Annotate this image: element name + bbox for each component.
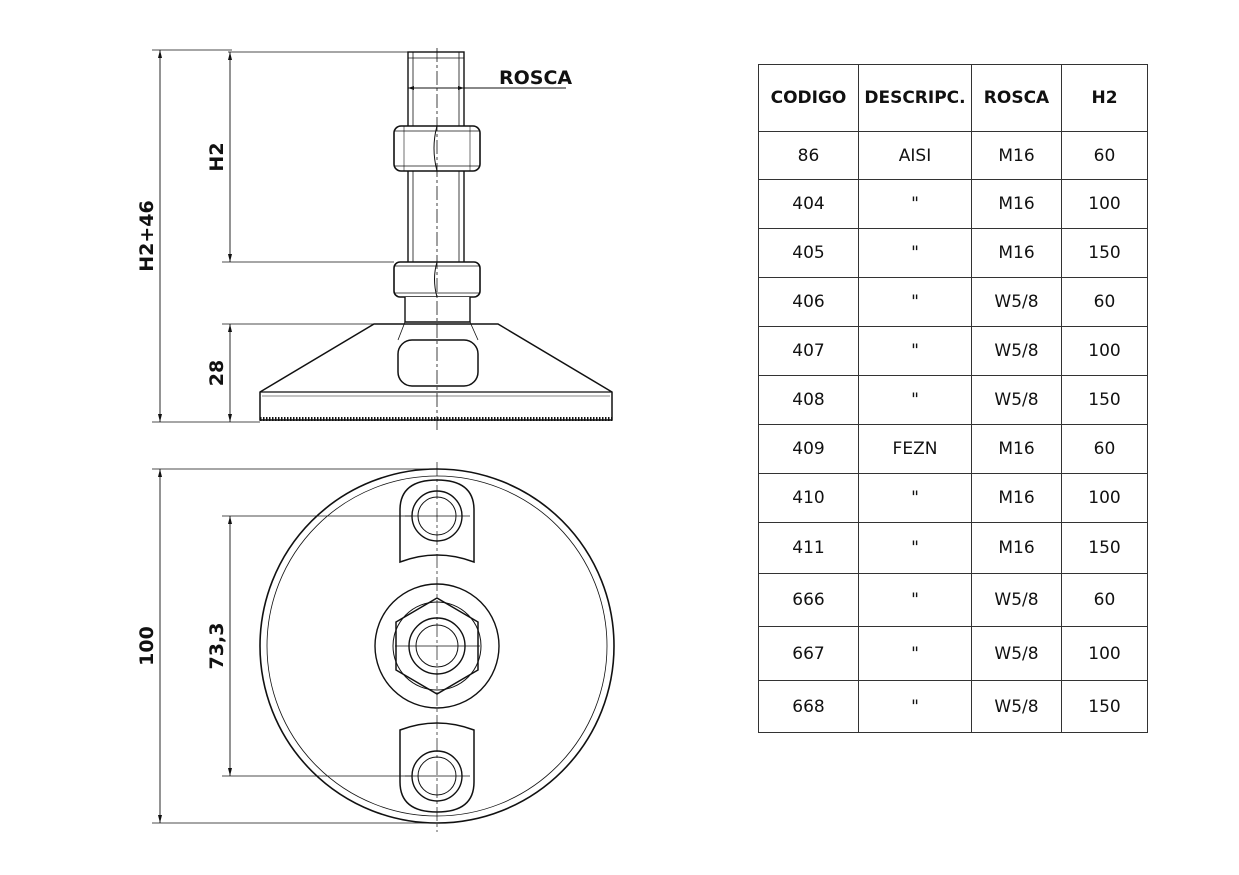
table-cell: " [858, 522, 972, 574]
table-cell: M16 [971, 228, 1062, 278]
table-cell: " [858, 277, 972, 327]
table-cell: 407 [758, 326, 859, 376]
table-cell: 100 [1061, 326, 1148, 376]
table-cell: M16 [971, 522, 1062, 574]
table-cell: M16 [971, 424, 1062, 474]
header-codigo: CODIGO [758, 64, 859, 132]
table-cell: " [858, 228, 972, 278]
table-cell: " [858, 680, 972, 733]
table-cell: 404 [758, 179, 859, 229]
table-cell: FEZN [858, 424, 972, 474]
table-cell: 60 [1061, 573, 1148, 627]
table-cell: 406 [758, 277, 859, 327]
table-cell: 150 [1061, 522, 1148, 574]
table-cell: " [858, 473, 972, 523]
table-cell: 60 [1061, 131, 1148, 180]
technical-drawing: ROSCA H2 H2+46 28 100 73,3 [136, 48, 615, 832]
table-cell: 100 [1061, 179, 1148, 229]
table-cell: " [858, 179, 972, 229]
table-cell: W5/8 [971, 375, 1062, 425]
table-cell: 667 [758, 626, 859, 681]
table-cell: 100 [1061, 626, 1148, 681]
table-cell: " [858, 375, 972, 425]
table-cell: " [858, 626, 972, 681]
header-descripc: DESCRIPC. [858, 64, 972, 132]
label-diameter: 100 [136, 626, 158, 666]
table-cell: 150 [1061, 680, 1148, 733]
table-cell: 409 [758, 424, 859, 474]
table-cell: 666 [758, 573, 859, 627]
base [259, 321, 613, 421]
table-cell: 410 [758, 473, 859, 523]
table-cell: W5/8 [971, 326, 1062, 376]
table-cell: " [858, 573, 972, 627]
label-base-height: 28 [206, 360, 228, 386]
table-cell: 411 [758, 522, 859, 574]
stud-neck [404, 297, 471, 323]
table-cell: 60 [1061, 277, 1148, 327]
table-cell: 150 [1061, 375, 1148, 425]
table-cell: 668 [758, 680, 859, 733]
label-h2-plus-46: H2+46 [136, 200, 158, 271]
threaded-stud [407, 51, 465, 298]
table-cell: W5/8 [971, 573, 1062, 627]
label-rosca: ROSCA [499, 67, 572, 89]
label-h2: H2 [206, 142, 228, 171]
table-cell: M16 [971, 179, 1062, 229]
side-view [152, 48, 613, 432]
table-cell: 150 [1061, 228, 1148, 278]
table-cell: W5/8 [971, 680, 1062, 733]
table-cell: AISI [858, 131, 972, 180]
table-cell: 60 [1061, 424, 1148, 474]
table-cell: 86 [758, 131, 859, 180]
table-cell: M16 [971, 473, 1062, 523]
table-cell: W5/8 [971, 277, 1062, 327]
table-cell: 100 [1061, 473, 1148, 523]
table-cell: W5/8 [971, 626, 1062, 681]
header-h2: H2 [1061, 64, 1148, 132]
table-cell: M16 [971, 131, 1062, 180]
table-cell: 405 [758, 228, 859, 278]
table-cell: " [858, 326, 972, 376]
top-view [152, 462, 615, 832]
header-rosca: ROSCA [971, 64, 1062, 132]
label-hole-spacing: 73,3 [206, 623, 228, 670]
table-header-row: CODIGO DESCRIPC. ROSCA H2 [758, 64, 1148, 132]
table-cell: 408 [758, 375, 859, 425]
